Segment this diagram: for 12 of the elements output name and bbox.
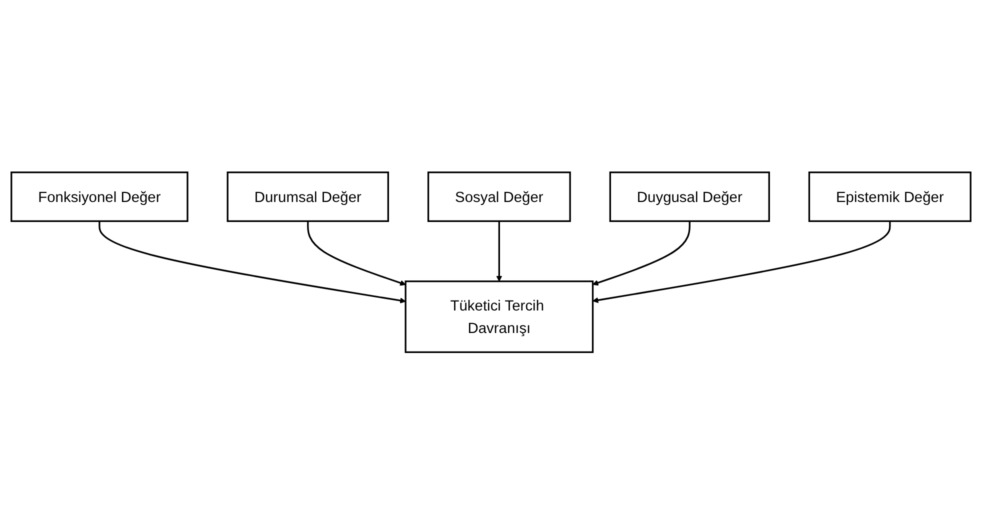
arrow: [592, 221, 891, 304]
node-box: [10, 172, 188, 222]
node-box: [609, 172, 770, 222]
node-box: [404, 280, 594, 354]
node-box: [427, 172, 571, 222]
arrow: [307, 221, 406, 286]
arrow: [496, 221, 502, 282]
node-box: [226, 172, 389, 222]
flowchart-diagram: Fonksiyonel Değer Durumsal Değer Sosyal Değer Tüketici Tercih Davranışı Duygusal Değer Epistemik Değer: [6, 167, 976, 358]
node-box: [808, 172, 972, 222]
arrow: [98, 221, 406, 304]
arrow: [592, 221, 690, 286]
